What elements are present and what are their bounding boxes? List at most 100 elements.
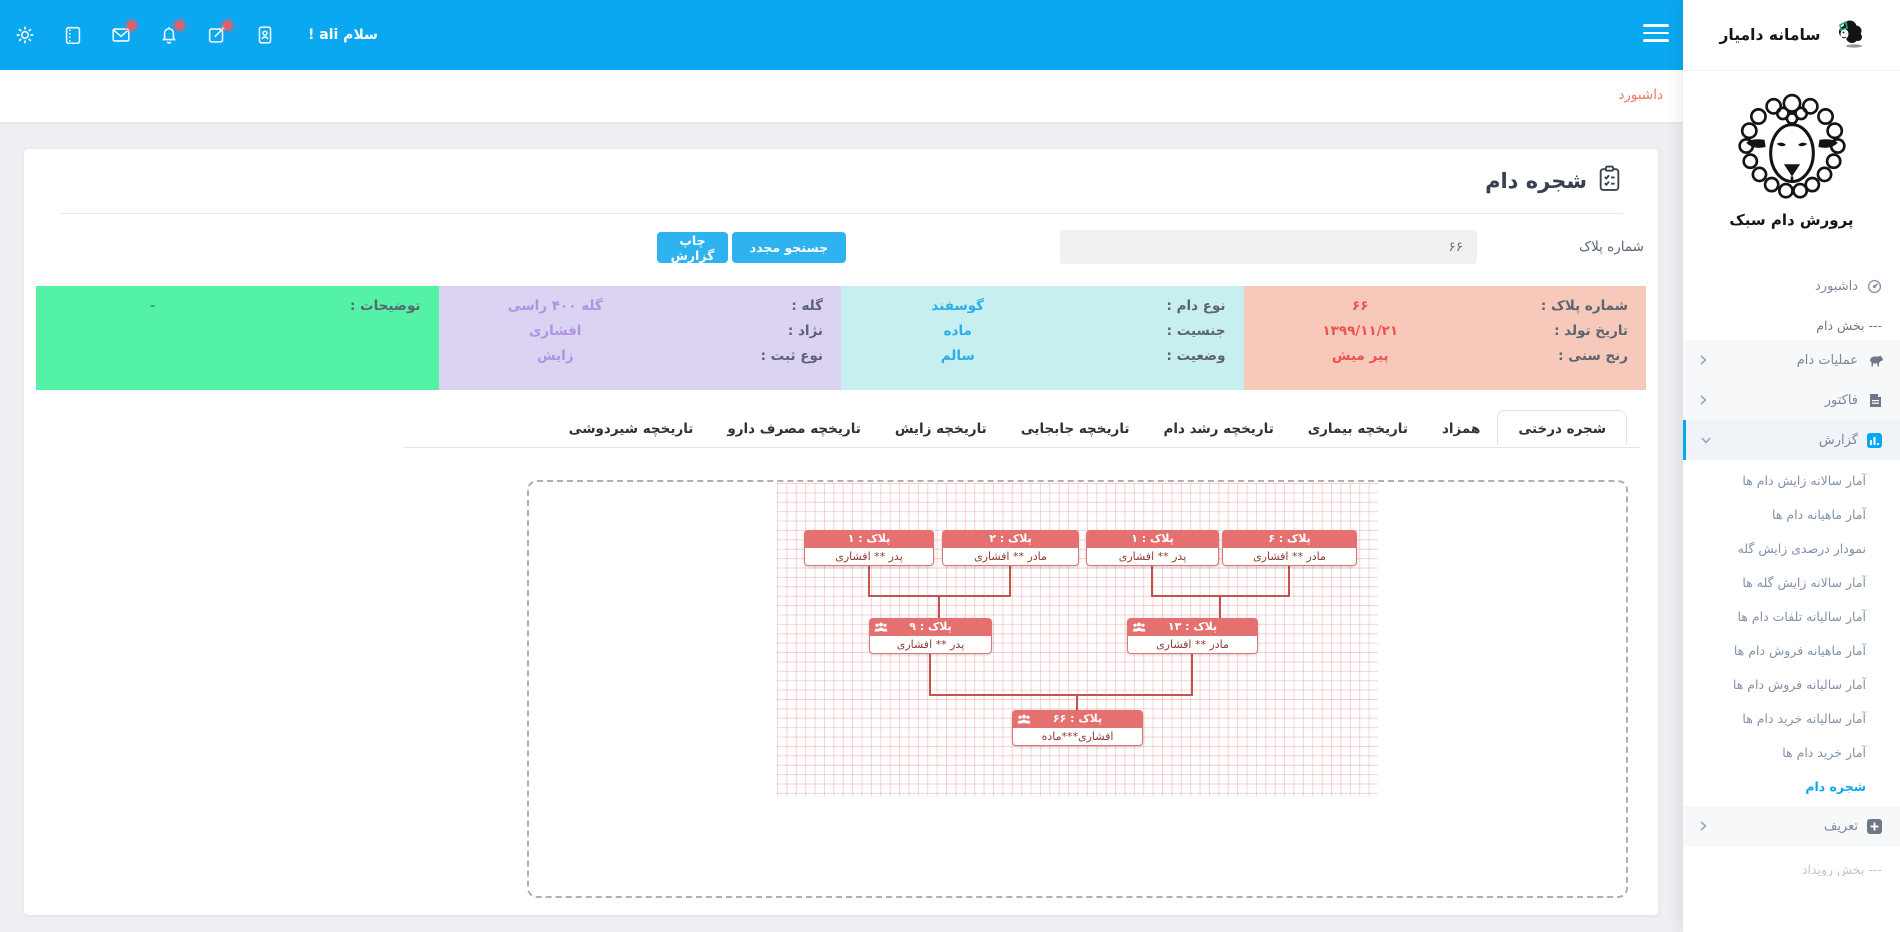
connector-line [1151, 595, 1290, 597]
brand-name: سامانه دامیار [1719, 26, 1821, 44]
tab-movement-history[interactable]: تاریخچه جابجایی [1020, 421, 1130, 437]
node-plate-title: پلاک : ۱ [1086, 530, 1219, 548]
pedigree-node-great-granddam[interactable]: پلاک : ۲ مادر ** افشاری [942, 530, 1079, 566]
pedigree-node-great-grandsire-2[interactable]: پلاک : ۱ پدر ** افشاری [1086, 530, 1219, 566]
page-title: شجره دام [1485, 165, 1622, 197]
submenu-item-annual-birth-stats[interactable]: آمار سالانه زایش دام ها [1742, 473, 1866, 488]
print-report-button[interactable]: چاپ گزارش [657, 232, 728, 263]
submenu-item-pedigree[interactable]: شجره دام [1805, 779, 1866, 794]
submenu-item-purchase-stats[interactable]: آمار خرید دام ها [1782, 745, 1866, 760]
sheep-emblem-logo [1737, 93, 1846, 199]
info-label: نژاد : [787, 323, 823, 339]
sidebar-item-reports[interactable]: گزارش [1683, 420, 1900, 460]
settings-gear-icon[interactable] [14, 24, 36, 46]
title-divider [60, 213, 1622, 214]
tabs-underline [404, 447, 1640, 448]
bar-chart-icon [1867, 432, 1882, 448]
tab-milking-history[interactable]: تاریخچه شیردوشی [568, 421, 694, 437]
pedigree-card: شجره دام شماره پلاک جستجو مجدد چاپ گزارش… [24, 149, 1658, 915]
pedigree-node-great-granddam-2[interactable]: پلاک : ۶ مادر ** افشاری [1222, 530, 1357, 566]
pedigree-canvas-border [527, 480, 1628, 898]
pedigree-node-sire[interactable]: پلاک : ۹ پدر ** افشاری [869, 618, 992, 654]
search-again-button[interactable]: جستجو مجدد [732, 232, 846, 263]
node-plate-title: پلاک : ۶ [1222, 530, 1357, 548]
sidebar-item-invoice[interactable]: فاکتور [1683, 380, 1900, 420]
connector-line [1219, 597, 1221, 618]
node-subtitle: مادر ** افشاری [942, 548, 1079, 566]
connector-line [868, 566, 870, 595]
info-value: افشاری [529, 323, 582, 339]
info-value: ۱۳۹۹/۱۱/۲۱ [1322, 323, 1399, 339]
connector-line [938, 597, 940, 618]
info-value: گوسفند [931, 298, 985, 314]
node-plate-title: پلاک : ۲ [942, 530, 1079, 548]
tab-birth-history[interactable]: تاریخچه زایش [894, 421, 987, 437]
brand-tagline: پرورش دام سبک [1729, 211, 1854, 229]
chevron-left-icon [1697, 354, 1709, 366]
plate-number-label: شماره پلاک [1578, 239, 1644, 255]
info-value: زایش [536, 348, 574, 364]
submenu-item-annual-loss-stats[interactable]: آمار سالیانه تلفات دام ها [1737, 609, 1866, 624]
submenu-item-annual-sales-stats[interactable]: آمار سالیانه فروش دام ها [1732, 677, 1866, 692]
connector-line [929, 654, 931, 694]
plate-number-input[interactable] [1060, 230, 1477, 264]
compose-edit-icon[interactable] [206, 21, 232, 46]
info-label: نوع دام : [1166, 298, 1226, 314]
pedigree-node-great-grandsire[interactable]: پلاک : ۱ پدر ** افشاری [804, 530, 934, 566]
info-label: نوع ثبت : [760, 348, 823, 364]
info-label: توضیحات : [349, 298, 421, 314]
connector-line [1151, 566, 1153, 595]
node-subtitle: مادر ** افشاری [1222, 548, 1357, 566]
pedigree-node-subject[interactable]: پلاک : ۶۶ افشاری***ماده [1012, 710, 1143, 746]
info-label: جنسیت : [1166, 323, 1226, 339]
notification-dot [175, 21, 184, 30]
info-block-herd: گله : گله ۴۰۰ راسی نژاد : افشاری نوع ثبت :… [438, 286, 841, 390]
sidebar-item-label: تعریف [1823, 818, 1858, 834]
submenu-item-monthly-livestock-stats[interactable]: آمار ماهیانه دام ها [1772, 507, 1866, 522]
tab-growth-history[interactable]: تاریخچه رشد دام [1163, 421, 1274, 437]
clipboard-tasks-icon [1597, 165, 1622, 197]
sidebar-toggle-hamburger-icon[interactable] [1643, 24, 1669, 44]
chevron-left-icon [1697, 820, 1709, 832]
node-subtitle: افشاری***ماده [1012, 728, 1143, 746]
tab-twin[interactable]: همزاد [1441, 421, 1481, 437]
pedigree-node-dam[interactable]: پلاک : ۱۳ مادر ** افشاری [1127, 618, 1258, 654]
profile-id-card-icon[interactable] [254, 24, 276, 46]
submenu-item-annual-herd-birth-stats[interactable]: آمار سالانه زایش گله ها [1742, 575, 1866, 590]
info-label: گله : [791, 298, 823, 314]
sidebar-item-definition[interactable]: تعریف [1683, 806, 1900, 846]
tab-medication-history[interactable]: تاریخچه مصرف دارو [727, 421, 861, 437]
messages-envelope-icon[interactable] [110, 21, 136, 46]
submenu-item-herd-birth-percentage-chart[interactable]: نمودار درصدی زایش گله [1737, 541, 1866, 556]
connector-line [1076, 696, 1078, 710]
info-value: سالم [940, 348, 975, 364]
node-plate-title: پلاک : ۹ [909, 620, 952, 633]
sidebar-item-dashboard[interactable]: داشبورد [1683, 267, 1900, 305]
top-bar: سلام ali ! [0, 0, 1683, 70]
submenu-item-annual-purchase-stats[interactable]: آمار سالیانه خرید دام ها [1742, 711, 1866, 726]
ram-icon [1867, 353, 1883, 368]
chevron-down-icon [1700, 434, 1712, 446]
info-block-notes: توضیحات :- [36, 286, 439, 390]
submenu-item-monthly-sales-stats[interactable]: آمار ماهیانه فروش دام ها [1733, 643, 1866, 658]
breadcrumb-dashboard-link[interactable]: داشبورد [1618, 87, 1663, 103]
notifications-bell-icon[interactable] [158, 21, 184, 46]
invoice-icon [1867, 393, 1882, 408]
node-subtitle: پدر ** افشاری [804, 548, 934, 566]
tab-disease-history[interactable]: تاریخچه بیماری [1307, 421, 1408, 437]
info-value: گله ۴۰۰ راسی [507, 298, 603, 314]
info-label: رنج سنی : [1558, 348, 1628, 364]
info-label: تاریخ تولد : [1554, 323, 1628, 339]
brand-header[interactable]: سامانه دامیار [1683, 0, 1900, 71]
tab-tree-pedigree[interactable]: شجره درختی [1497, 410, 1627, 445]
connector-line [1009, 566, 1011, 595]
node-plate-title: پلاک : ۶۶ [1052, 712, 1103, 725]
sidebar-item-label: فاکتور [1824, 392, 1858, 408]
sidebar-item-livestock-operations[interactable]: عملیات دام [1683, 340, 1900, 380]
sidebar-item-label: داشبورد [1815, 278, 1858, 294]
sidebar-section-livestock: --- بخش دام [1816, 318, 1882, 333]
info-label: وضعیت : [1166, 348, 1226, 364]
reports-submenu: آمار سالانه زایش دام ها آمار ماهیانه دام… [1683, 460, 1900, 806]
journal-panel-icon[interactable] [62, 24, 84, 46]
